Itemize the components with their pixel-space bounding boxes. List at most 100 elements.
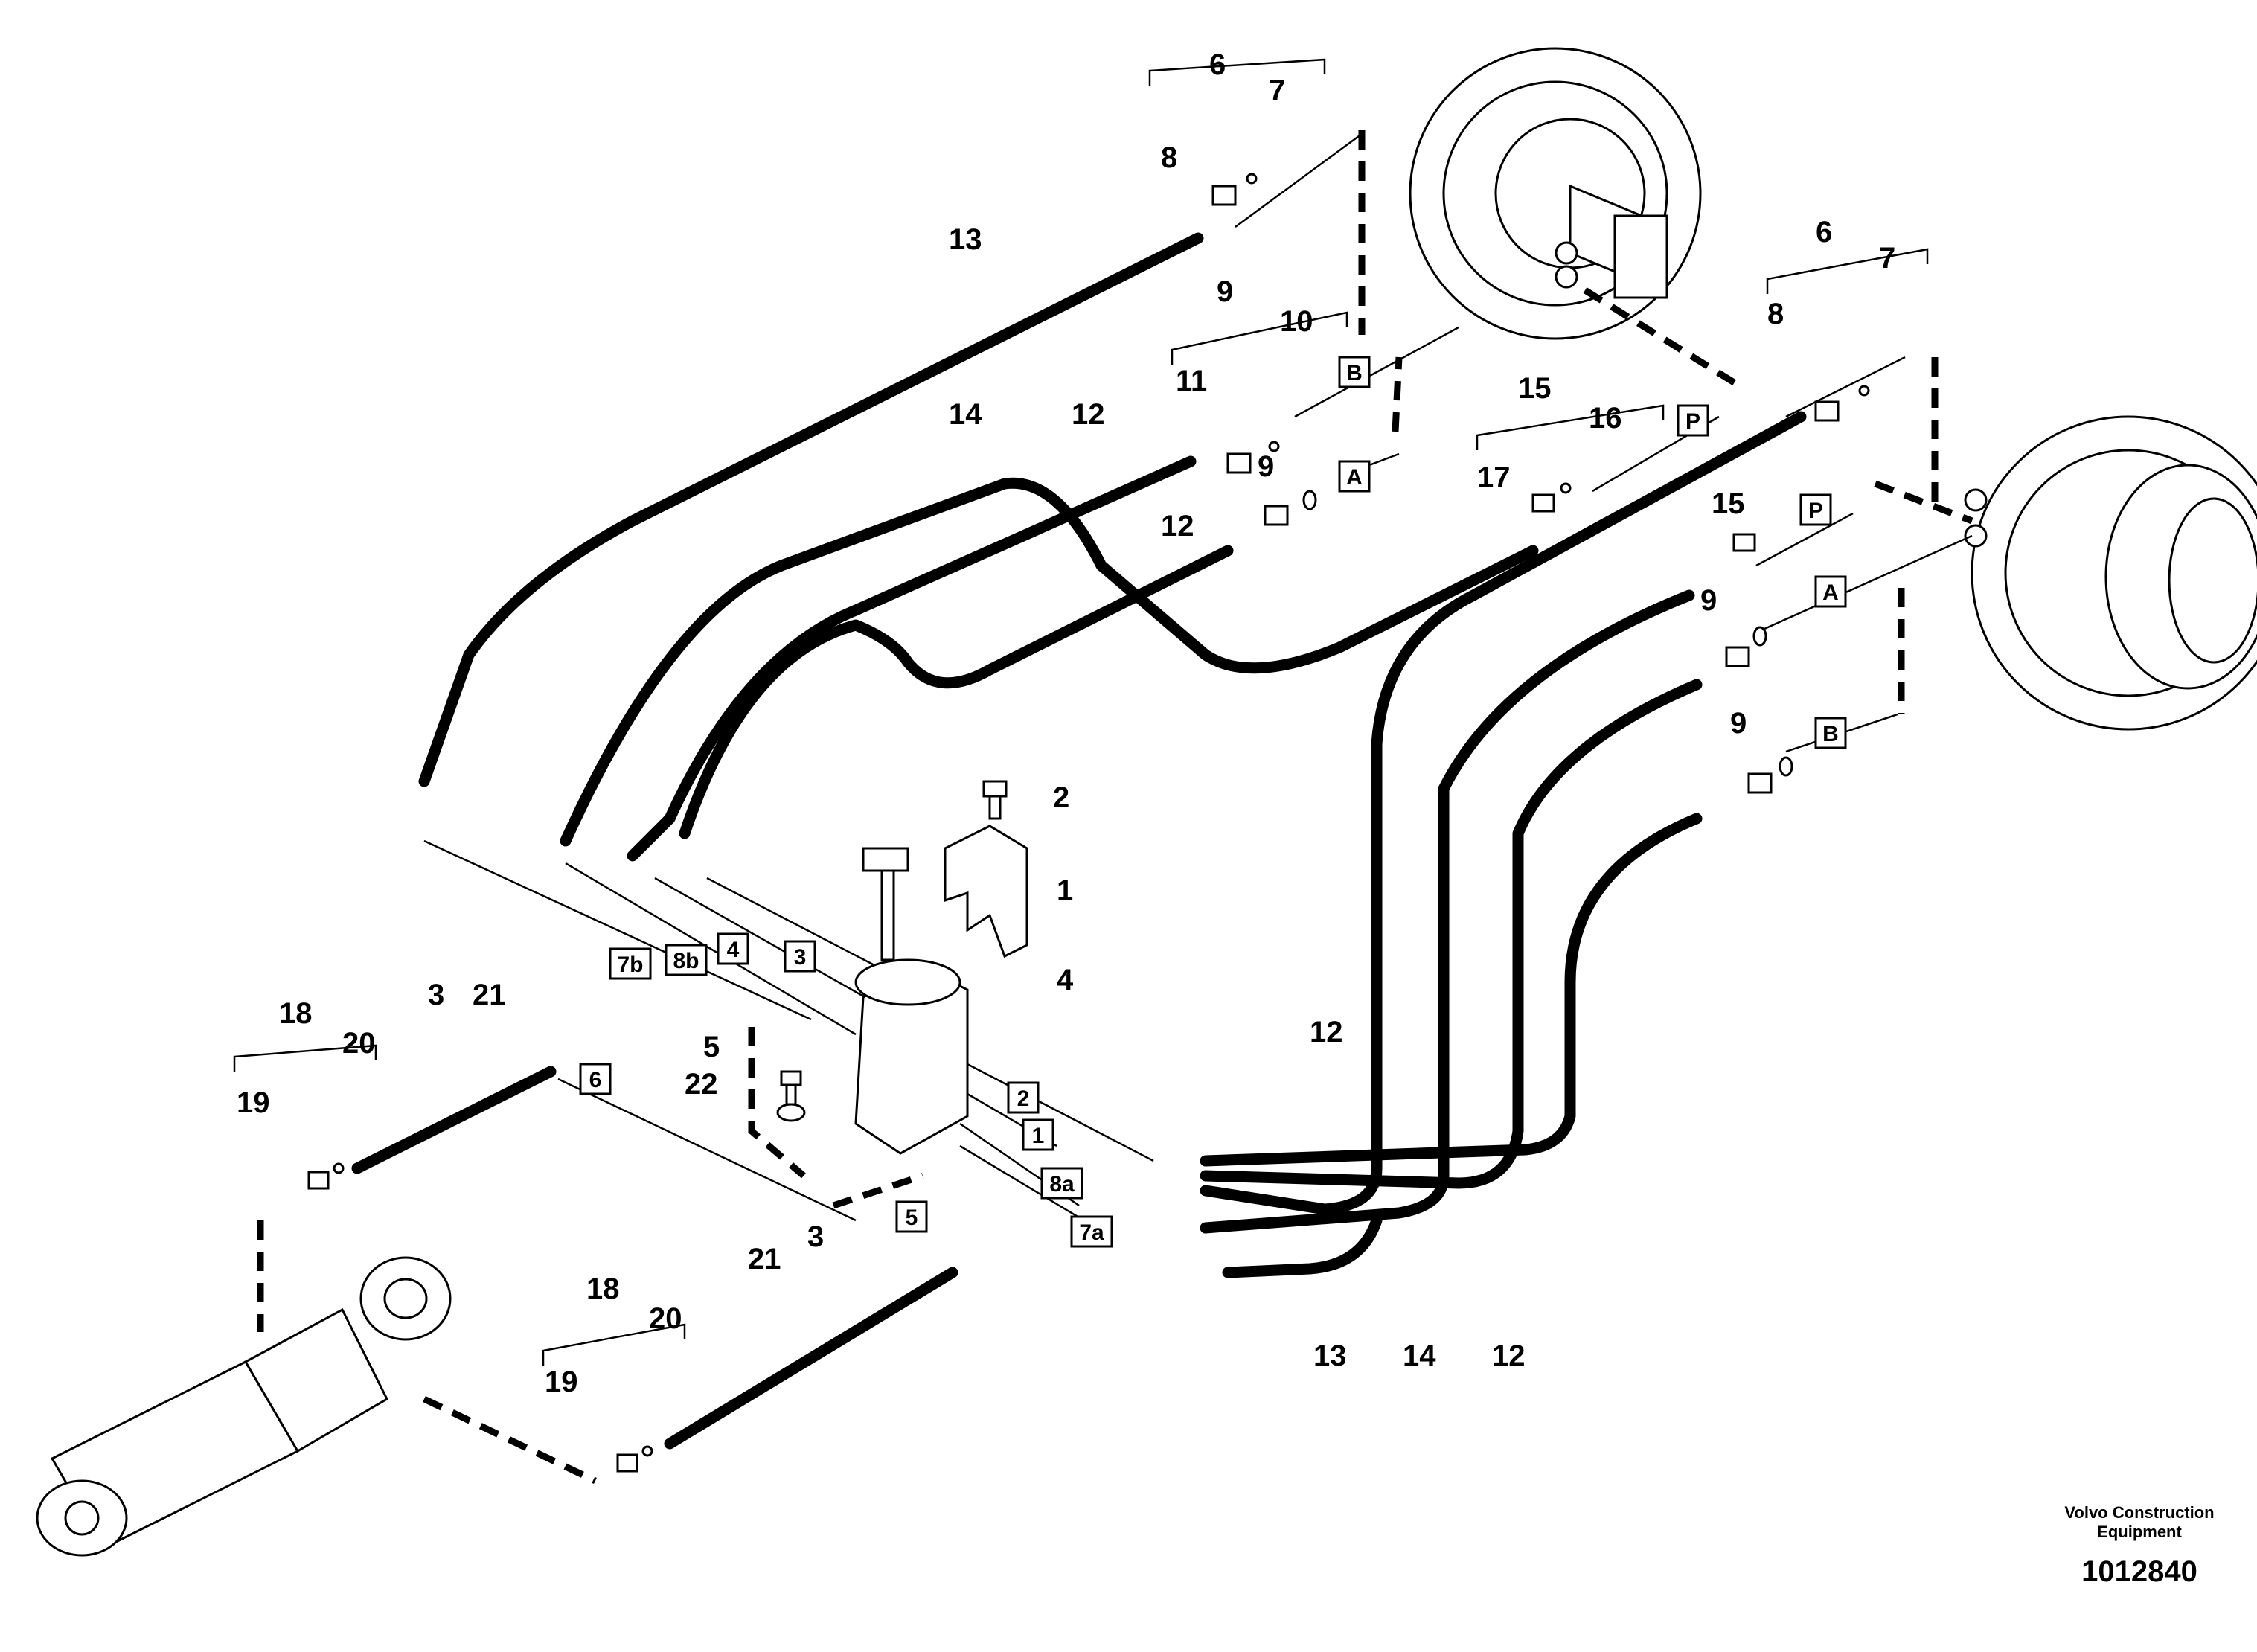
- hose-21-lower: [664, 1267, 958, 1450]
- callout-15-lower: 15: [1712, 487, 1745, 520]
- svg-text:4: 4: [727, 938, 740, 962]
- callout-16: 16: [1589, 402, 1622, 435]
- callout-4: 4: [1057, 964, 1074, 996]
- hose-14-main: [560, 477, 1539, 847]
- port-box-7b: 7b: [609, 947, 652, 980]
- port-box-A-lower: A: [1814, 575, 1847, 608]
- port-box-P-lower: P: [1799, 493, 1832, 526]
- callout-9-upper: 9: [1217, 275, 1233, 308]
- callout-14-upper: 14: [949, 398, 982, 431]
- callout-14-bottom: 14: [1403, 1339, 1436, 1372]
- port-box-2: 2: [1007, 1081, 1040, 1114]
- svg-text:B: B: [1346, 361, 1363, 385]
- brace-9-upper: [1171, 311, 1348, 365]
- port-box-7a: 7a: [1070, 1215, 1113, 1248]
- callout-12-mid: 12: [1161, 510, 1194, 542]
- port-box-3: 3: [784, 940, 816, 973]
- svg-text:A: A: [1346, 465, 1363, 490]
- callout-19-lower: 19: [545, 1366, 578, 1398]
- callout-18-lower: 18: [586, 1272, 620, 1305]
- svg-text:8a: 8a: [1049, 1172, 1075, 1197]
- hydraulic-cylinder: [36, 1256, 452, 1557]
- callout-11: 11: [1176, 365, 1207, 397]
- hose-14-right: [1200, 589, 1695, 1234]
- callout-6-upper: 6: [1209, 48, 1226, 81]
- port-box-P-upper: P: [1677, 404, 1709, 437]
- svg-text:1: 1: [1032, 1124, 1045, 1148]
- callout-19-upper: 19: [237, 1086, 270, 1119]
- footer-company: Volvo Construction: [2064, 1503, 2214, 1522]
- brace-18-lower: [542, 1323, 686, 1366]
- callout-8-upper: 8: [1161, 141, 1177, 174]
- brace-6-upper: [1148, 58, 1326, 86]
- control-valve: [854, 847, 969, 1155]
- port-box-B-lower: B: [1814, 717, 1847, 749]
- svg-text:7a: 7a: [1079, 1220, 1104, 1245]
- callout-9-mid: 9: [1258, 450, 1274, 483]
- hose-21-upper: [351, 1066, 557, 1174]
- port-box-A-upper: A: [1338, 460, 1371, 493]
- hose-12-lower: [1200, 679, 1703, 1189]
- hose-13-main: [418, 232, 1204, 787]
- bolt-2: [982, 780, 1008, 820]
- bracket: [944, 825, 1028, 958]
- callout-13-bottom: 13: [1313, 1339, 1347, 1372]
- port-box-5: 5: [895, 1200, 928, 1233]
- washer-22: [776, 1103, 806, 1122]
- callout-1: 1: [1057, 874, 1073, 907]
- callout-5: 5: [703, 1031, 720, 1063]
- port-box-8a: 8a: [1040, 1167, 1083, 1200]
- drive-motor-lower: [1964, 415, 2257, 731]
- svg-text:B: B: [1822, 722, 1839, 746]
- callout-21-upper: 21: [473, 979, 506, 1011]
- callout-12-right: 12: [1310, 1016, 1343, 1048]
- port-box-B-upper: B: [1338, 356, 1371, 388]
- hose-13-right: [1222, 1214, 1383, 1278]
- callout-3-upper: 3: [428, 979, 444, 1011]
- drawing-number: 1012840: [2081, 1555, 2197, 1588]
- footer-company-line2: Equipment: [2097, 1523, 2182, 1541]
- hose-12-upper: [627, 455, 1197, 862]
- callout-13-upper: 13: [949, 223, 982, 256]
- port-box-1: 1: [1022, 1118, 1054, 1151]
- svg-text:A: A: [1822, 580, 1839, 605]
- brace-6-lower: [1766, 248, 1929, 294]
- callout-2: 2: [1053, 781, 1069, 814]
- svg-text:3: 3: [794, 945, 807, 970]
- callout-6-lower: 6: [1816, 216, 1832, 249]
- hose-12-mid: [679, 545, 1234, 839]
- port-box-4: 4: [717, 932, 749, 965]
- callout-7-lower: 7: [1879, 242, 1895, 275]
- svg-text:7b: 7b: [617, 953, 643, 977]
- callout-7-upper: 7: [1269, 74, 1285, 107]
- callouts: 6 7 8 13 9 10 11 9 14 12 12 15 16 17 6 7…: [237, 48, 1895, 1398]
- svg-text:P: P: [1808, 499, 1823, 523]
- port-box-8b: 8b: [665, 944, 708, 976]
- callout-3-lower: 3: [807, 1220, 824, 1253]
- callout-12-upper: 12: [1072, 398, 1105, 431]
- callout-15-upper: 15: [1518, 372, 1552, 405]
- callout-20-lower: 20: [649, 1302, 682, 1335]
- svg-text:P: P: [1685, 409, 1700, 434]
- callout-17: 17: [1477, 461, 1511, 494]
- bolt-5: [780, 1070, 802, 1106]
- hose-12-right: [1200, 411, 1807, 1215]
- callout-20-upper: 20: [342, 1027, 376, 1060]
- brace-18-upper: [233, 1044, 377, 1072]
- callout-9-lower-a: 9: [1700, 584, 1717, 617]
- callout-22: 22: [685, 1068, 718, 1101]
- callout-18-upper: 18: [279, 997, 313, 1030]
- callout-9-lower-b: 9: [1730, 707, 1747, 740]
- fittings: [307, 173, 1870, 1473]
- svg-text:2: 2: [1017, 1086, 1030, 1111]
- drive-motor-upper: [1409, 47, 1702, 340]
- callout-21-lower: 21: [748, 1243, 781, 1275]
- svg-text:6: 6: [589, 1068, 602, 1092]
- svg-text:8b: 8b: [673, 949, 699, 973]
- callout-8-lower: 8: [1767, 298, 1784, 330]
- callout-12-bottom: 12: [1492, 1339, 1526, 1372]
- port-box-6: 6: [579, 1063, 612, 1095]
- hose-12-bottom: [1200, 813, 1703, 1167]
- brace-15-upper: [1476, 404, 1665, 450]
